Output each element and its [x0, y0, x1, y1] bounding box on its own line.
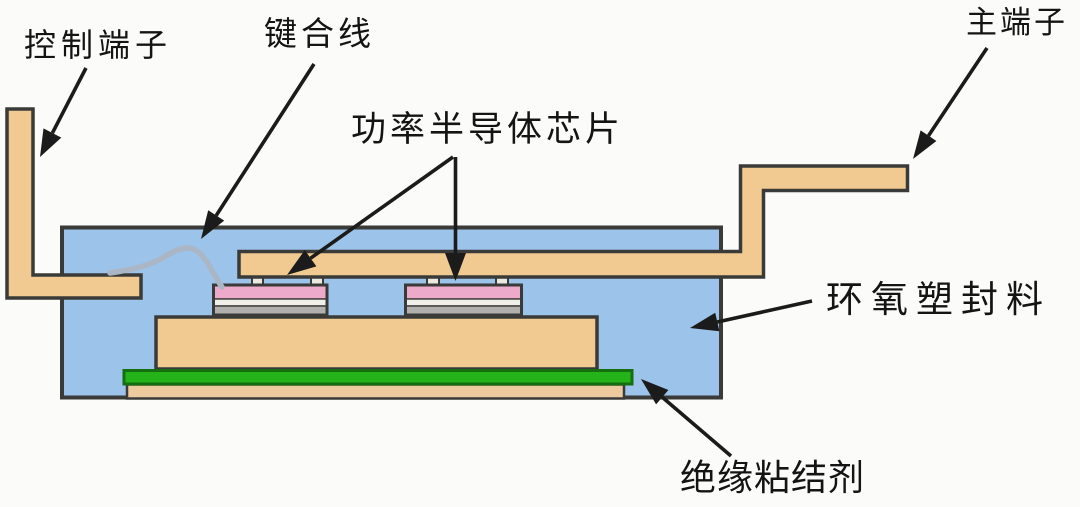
chip-top-layer [404, 284, 523, 300]
power-chip-arrow-right [445, 157, 466, 281]
arrow-head [40, 128, 62, 157]
chip-middle-layer [212, 298, 328, 307]
arrow-line [927, 47, 989, 137]
power-chip-arrow-left [287, 155, 455, 275]
arrow-head [913, 130, 937, 159]
label-main-terminal: 主端子 [966, 5, 1068, 40]
chip-outline [404, 283, 523, 317]
main-terminal-arrow [913, 47, 989, 159]
main-terminal-lead [237, 164, 910, 279]
bonding-wire-arrow [201, 63, 316, 239]
arrow-line [309, 155, 455, 260]
control-terminal-arrow [40, 67, 88, 157]
control-terminal-lead [5, 107, 143, 300]
arrow-head [690, 312, 720, 332]
epoxy-molding-arrow [690, 299, 813, 332]
insulating-adhesive-layer [122, 369, 634, 386]
arrow-head [201, 210, 225, 239]
label-insulating-adhesive: 绝缘粘结剂 [680, 458, 866, 498]
arrow-head [445, 253, 466, 281]
chip-middle-layer [404, 298, 523, 307]
insulating-adhesive-arrow [641, 379, 733, 458]
arrow-line [661, 395, 733, 458]
arrow-head [641, 379, 669, 405]
label-power-chip: 功率半导体芯片 [351, 110, 625, 149]
bonding-wire [107, 245, 225, 290]
chip-top-layer [212, 284, 328, 300]
label-bonding-wire: 键合线 [264, 17, 375, 53]
power-chip-right [404, 283, 523, 317]
chip-outline [212, 283, 329, 317]
label-control-terminal: 控制端子 [24, 27, 173, 63]
baseplate-strip [125, 383, 626, 400]
power-chip-left [212, 283, 329, 317]
arrow-line [214, 63, 316, 217]
arrow-head [287, 250, 317, 275]
arrow-line [716, 299, 813, 324]
label-epoxy-molding: 环氧塑封料 [826, 280, 1051, 321]
substrate-pad [154, 315, 599, 371]
arrow-line [50, 67, 88, 134]
